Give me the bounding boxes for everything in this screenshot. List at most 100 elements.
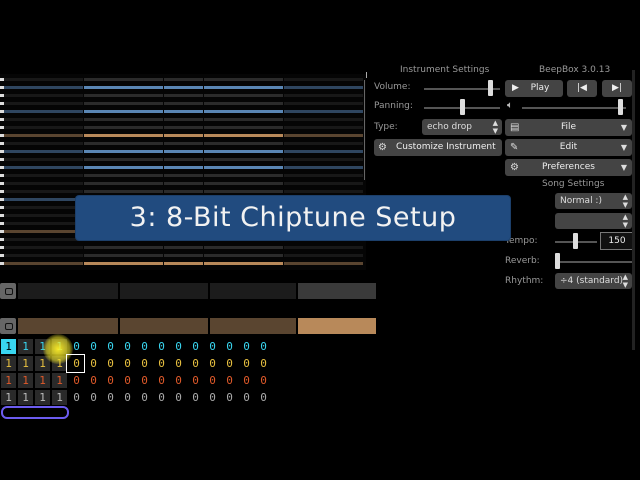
pattern-cell[interactable]: 0: [73, 340, 80, 353]
note-row[interactable]: [4, 86, 364, 89]
pattern-cell[interactable]: 0: [209, 340, 216, 353]
pattern-cell[interactable]: 0: [124, 391, 131, 404]
pattern-cell[interactable]: 0: [226, 340, 233, 353]
pattern-cell[interactable]: 1: [18, 373, 33, 388]
pattern-cell[interactable]: 0: [90, 357, 97, 370]
pattern-cell[interactable]: 0: [158, 357, 165, 370]
pattern-cell[interactable]: 0: [73, 391, 80, 404]
pattern-block[interactable]: [120, 283, 208, 299]
key-select[interactable]: ▲▼: [555, 213, 632, 229]
pattern-cell[interactable]: 0: [209, 391, 216, 404]
pattern-cell[interactable]: 0: [209, 357, 216, 370]
pattern-cell[interactable]: 0: [243, 391, 250, 404]
pattern-cell[interactable]: 0: [226, 374, 233, 387]
pattern-cell[interactable]: 0: [141, 340, 148, 353]
pattern-cell[interactable]: 0: [243, 374, 250, 387]
note-row[interactable]: [4, 182, 364, 185]
pattern-cell[interactable]: 0: [124, 340, 131, 353]
skip-previous-button[interactable]: |◀: [567, 80, 597, 97]
pattern-cell[interactable]: 1: [52, 373, 67, 388]
pattern-cell[interactable]: 0: [192, 340, 199, 353]
reverb-slider-track[interactable]: [555, 261, 632, 263]
skip-next-button[interactable]: ▶|: [602, 80, 632, 97]
pattern-cell[interactable]: 0: [175, 357, 182, 370]
pattern-cell[interactable]: 0: [90, 391, 97, 404]
pattern-cell[interactable]: 0: [107, 357, 114, 370]
pattern-block[interactable]: [298, 318, 376, 334]
pattern-cell[interactable]: 0: [192, 357, 199, 370]
pattern-cell[interactable]: 0: [192, 391, 199, 404]
note-row[interactable]: [4, 150, 364, 153]
pattern-cell[interactable]: 1: [18, 390, 33, 405]
note-editor[interactable]: [0, 74, 366, 270]
pattern-cell[interactable]: 0: [243, 340, 250, 353]
pattern-cell[interactable]: 0: [90, 340, 97, 353]
note-row[interactable]: [4, 126, 364, 129]
master-volume-track[interactable]: [522, 107, 626, 109]
note-row[interactable]: [4, 174, 364, 177]
pattern-cell[interactable]: 1: [1, 356, 16, 371]
scale-select[interactable]: Normal :) ▲▼: [555, 193, 632, 209]
pattern-grid[interactable]: 1111000000000000111100000000000011110000…: [0, 339, 270, 405]
pattern-cell[interactable]: 0: [260, 340, 267, 353]
note-row[interactable]: [4, 118, 364, 121]
note-row[interactable]: [4, 134, 364, 137]
pattern-cell[interactable]: 1: [1, 339, 16, 354]
note-row[interactable]: [4, 110, 364, 113]
note-row[interactable]: [4, 262, 364, 265]
pattern-cell[interactable]: 1: [18, 339, 33, 354]
note-row[interactable]: [4, 246, 364, 249]
pattern-cell[interactable]: 0: [226, 357, 233, 370]
pattern-cell[interactable]: 0: [107, 374, 114, 387]
note-row[interactable]: [4, 94, 364, 97]
pattern-block[interactable]: [18, 318, 118, 334]
pattern-cell[interactable]: 0: [141, 391, 148, 404]
pattern-cell[interactable]: 1: [35, 356, 50, 371]
pattern-cell[interactable]: 0: [107, 391, 114, 404]
pattern-cell[interactable]: 0: [243, 357, 250, 370]
volume-slider-track[interactable]: [424, 88, 500, 90]
channel-mute-button-drum[interactable]: [0, 318, 16, 334]
pattern-cell[interactable]: 1: [1, 373, 16, 388]
loop-selection-bar[interactable]: [1, 406, 69, 419]
pattern-cell[interactable]: 0: [158, 340, 165, 353]
note-row[interactable]: [4, 78, 364, 81]
pattern-cell[interactable]: 1: [35, 373, 50, 388]
note-row[interactable]: [4, 190, 364, 193]
pattern-block[interactable]: [210, 318, 296, 334]
master-volume-thumb[interactable]: [618, 99, 624, 115]
pattern-cell[interactable]: 0: [226, 391, 233, 404]
pattern-cell[interactable]: 0: [175, 391, 182, 404]
play-button[interactable]: ▶ Play: [505, 80, 563, 97]
pattern-cell[interactable]: 0: [175, 340, 182, 353]
note-row[interactable]: [4, 102, 364, 105]
pattern-cell[interactable]: 1: [52, 390, 67, 405]
note-row[interactable]: [4, 142, 364, 145]
note-row[interactable]: [4, 166, 364, 169]
file-menu-button[interactable]: ▤ File ▼: [505, 119, 632, 136]
pattern-cell[interactable]: 0: [141, 374, 148, 387]
instrument-type-select[interactable]: echo drop ▲▼: [422, 119, 502, 135]
pattern-cell[interactable]: 0: [141, 357, 148, 370]
pattern-cell[interactable]: 0: [124, 374, 131, 387]
pattern-cell[interactable]: 0: [158, 374, 165, 387]
pattern-cell[interactable]: 0: [158, 391, 165, 404]
reverb-slider-thumb[interactable]: [555, 253, 560, 269]
edit-menu-button[interactable]: ✎ Edit ▼: [505, 139, 632, 156]
note-row[interactable]: [4, 158, 364, 161]
pattern-cell[interactable]: 1: [1, 390, 16, 405]
rhythm-select[interactable]: ÷4 (standard) ▲▼: [555, 273, 632, 289]
panning-slider-thumb[interactable]: [459, 99, 465, 115]
pattern-cell[interactable]: 0: [260, 374, 267, 387]
channel-mute-button-pitch[interactable]: [0, 283, 16, 299]
pattern-cell[interactable]: 1: [35, 390, 50, 405]
pattern-cell[interactable]: 0: [73, 357, 80, 370]
preferences-menu-button[interactable]: ⚙ Preferences ▼: [505, 159, 632, 176]
pattern-cell[interactable]: 0: [260, 391, 267, 404]
tempo-slider-thumb[interactable]: [573, 233, 578, 249]
volume-slider-thumb[interactable]: [487, 80, 493, 96]
pattern-cell[interactable]: 0: [192, 374, 199, 387]
pattern-cell[interactable]: 0: [124, 357, 131, 370]
pattern-cell[interactable]: 0: [90, 374, 97, 387]
customize-instrument-button[interactable]: ⚙ Customize Instrument: [374, 139, 502, 156]
